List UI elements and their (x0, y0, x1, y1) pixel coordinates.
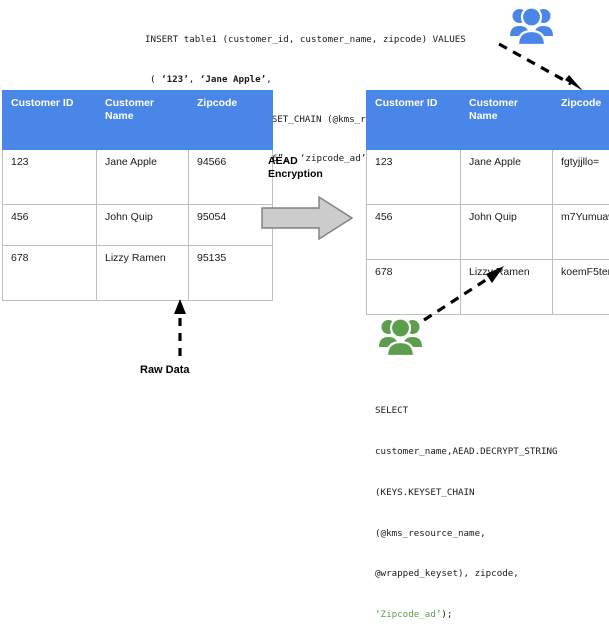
column-header-customer-name: Customer Name (97, 91, 189, 150)
cell-customer-id: 456 (367, 205, 461, 260)
column-header-customer-id: Customer ID (3, 91, 97, 150)
cell-zipcode: fgtyjjllo= (553, 150, 609, 205)
column-header-zipcode: Zipcode (553, 91, 609, 150)
raw-data-label: Raw Data (140, 364, 190, 376)
cell-zipcode: m7Yumuawqry (553, 205, 609, 260)
cell-customer-name: John Quip (97, 205, 189, 246)
table-row: 123 Jane Apple 94566 (3, 150, 273, 205)
select-query-line-5: @wrapped_keyset), zipcode, (375, 567, 558, 581)
cell-zipcode: 95054 (189, 205, 273, 246)
cell-customer-name: Lizzy Ramen (97, 246, 189, 301)
insert-line2-mid: , (189, 74, 200, 85)
table-row: 456 John Quip 95054 (3, 205, 273, 246)
aead-encryption-label: AEAD Encryption (268, 155, 323, 181)
insert-line2-prefix: ( (150, 74, 161, 85)
table-header-row: Customer ID Customer Name Zipcode (3, 91, 273, 150)
select-query-line-3: (KEYS.KEYSET_CHAIN (375, 486, 558, 500)
table-row: 678 Lizzy Ramen 95135 (3, 246, 273, 301)
table-header-row: Customer ID Customer Name Zipcode (367, 91, 609, 150)
select-query-line-4: (@kms_resource_name, (375, 527, 558, 541)
cell-zipcode: koemF5ter= (553, 260, 609, 315)
cell-customer-name: John Quip (461, 205, 553, 260)
select-query-line-2: customer_name,AEAD.DECRYPT_STRING (375, 445, 558, 459)
cell-customer-id: 678 (3, 246, 97, 301)
block-arrow-right-icon (261, 196, 353, 240)
cell-customer-id: 123 (3, 150, 97, 205)
insert-query-line-2: ( ‘123’, ‘Jane Apple’, (145, 73, 466, 86)
raw-data-table: Customer ID Customer Name Zipcode 123 Ja… (2, 90, 273, 301)
insert-value-customer-id: ‘123’ (161, 74, 189, 85)
column-header-customer-id: Customer ID (367, 91, 461, 150)
dashed-arrow-up-right-icon (420, 262, 520, 324)
table-row: 123 Jane Apple fgtyjjllo= (367, 150, 609, 205)
dashed-arrow-icon (495, 40, 595, 92)
people-group-icon (378, 315, 423, 357)
cell-zipcode: 94566 (189, 150, 273, 205)
dashed-arrow-up-icon (160, 298, 200, 358)
column-header-customer-name: Customer Name (461, 91, 553, 150)
select-literal-zipcode-ad: ‘Zipcode_ad’ (375, 609, 441, 620)
cell-customer-name: Jane Apple (461, 150, 553, 205)
select-line6-suffix: ); (441, 609, 452, 620)
cell-customer-id: 456 (3, 205, 97, 246)
insert-query-line-1: INSERT table1 (customer_id, customer_nam… (145, 33, 466, 46)
select-query-line-6: ‘Zipcode_ad’); (375, 608, 558, 622)
insert-value-customer-name: ‘Jane Apple’ (200, 74, 266, 85)
select-query-line-1: SELECT (375, 404, 558, 418)
cell-customer-name: Jane Apple (97, 150, 189, 205)
table-row: 456 John Quip m7Yumuawqry (367, 205, 609, 260)
select-query-code: SELECT customer_name,AEAD.DECRYPT_STRING… (375, 377, 558, 635)
cell-customer-id: 123 (367, 150, 461, 205)
column-header-zipcode: Zipcode (189, 91, 273, 150)
cell-zipcode: 95135 (189, 246, 273, 301)
insert-line2-suffix: , (266, 74, 272, 85)
